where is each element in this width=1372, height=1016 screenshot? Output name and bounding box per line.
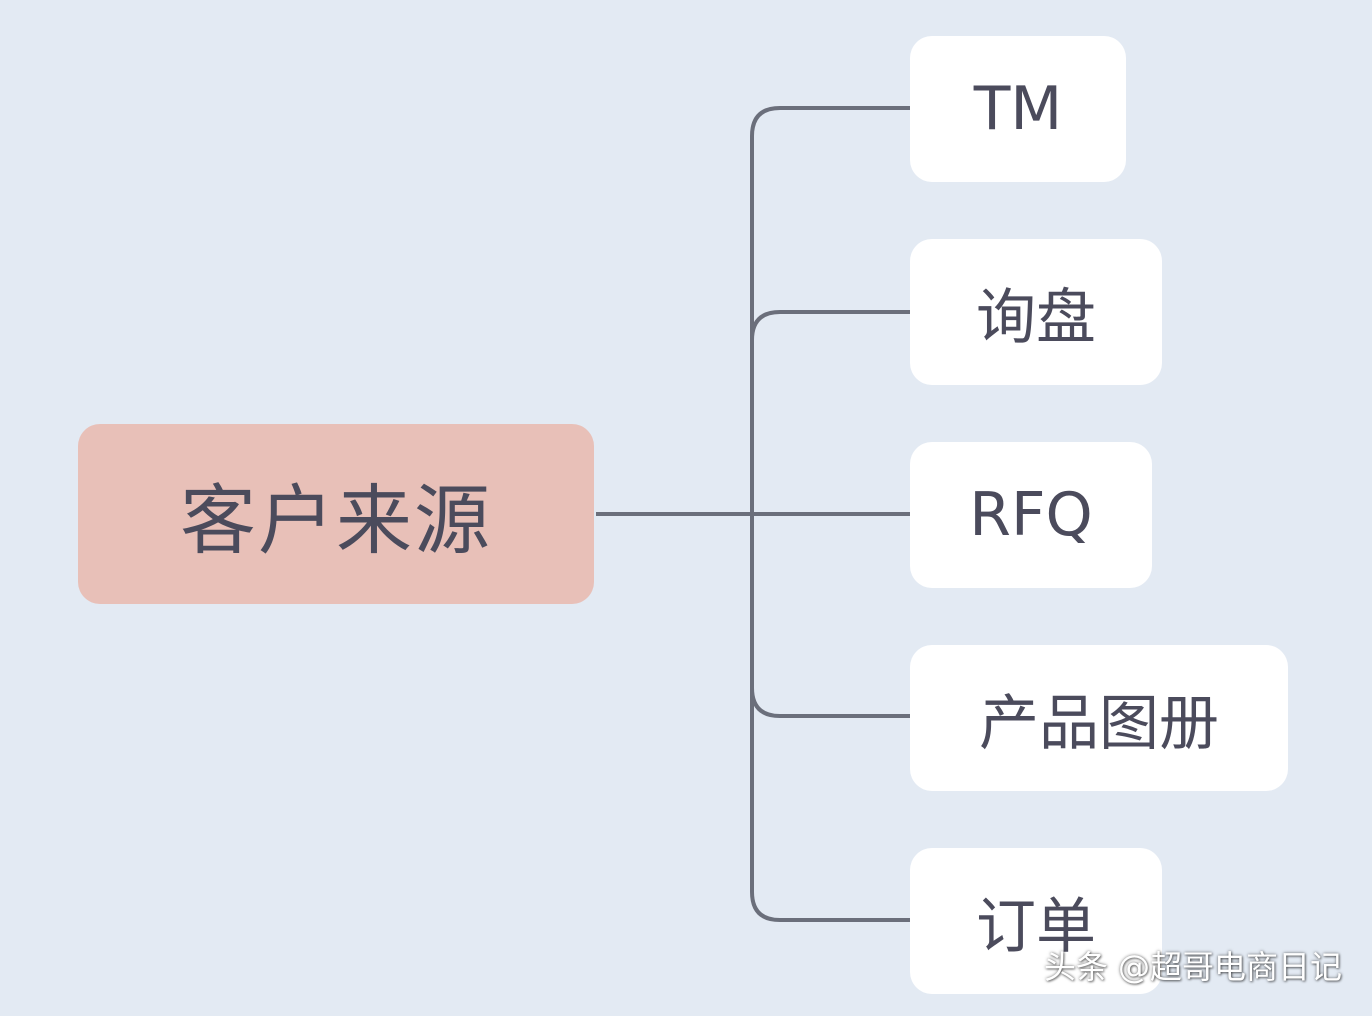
root-node: 客户来源 (78, 424, 594, 604)
connector-catalog (750, 514, 910, 718)
child-node-inquiry: 询盘 (910, 239, 1162, 385)
child-node-order: 订单 (910, 848, 1162, 994)
connector-order (750, 514, 910, 922)
child-node-rfq: RFQ (910, 442, 1152, 588)
child-node-tm: TM (910, 36, 1126, 182)
child-node-catalog: 产品图册 (910, 645, 1288, 791)
connector-inquiry (750, 310, 910, 514)
watermark: 头条 @超哥电商日记 (1043, 948, 1342, 986)
connector-tm (750, 106, 910, 514)
